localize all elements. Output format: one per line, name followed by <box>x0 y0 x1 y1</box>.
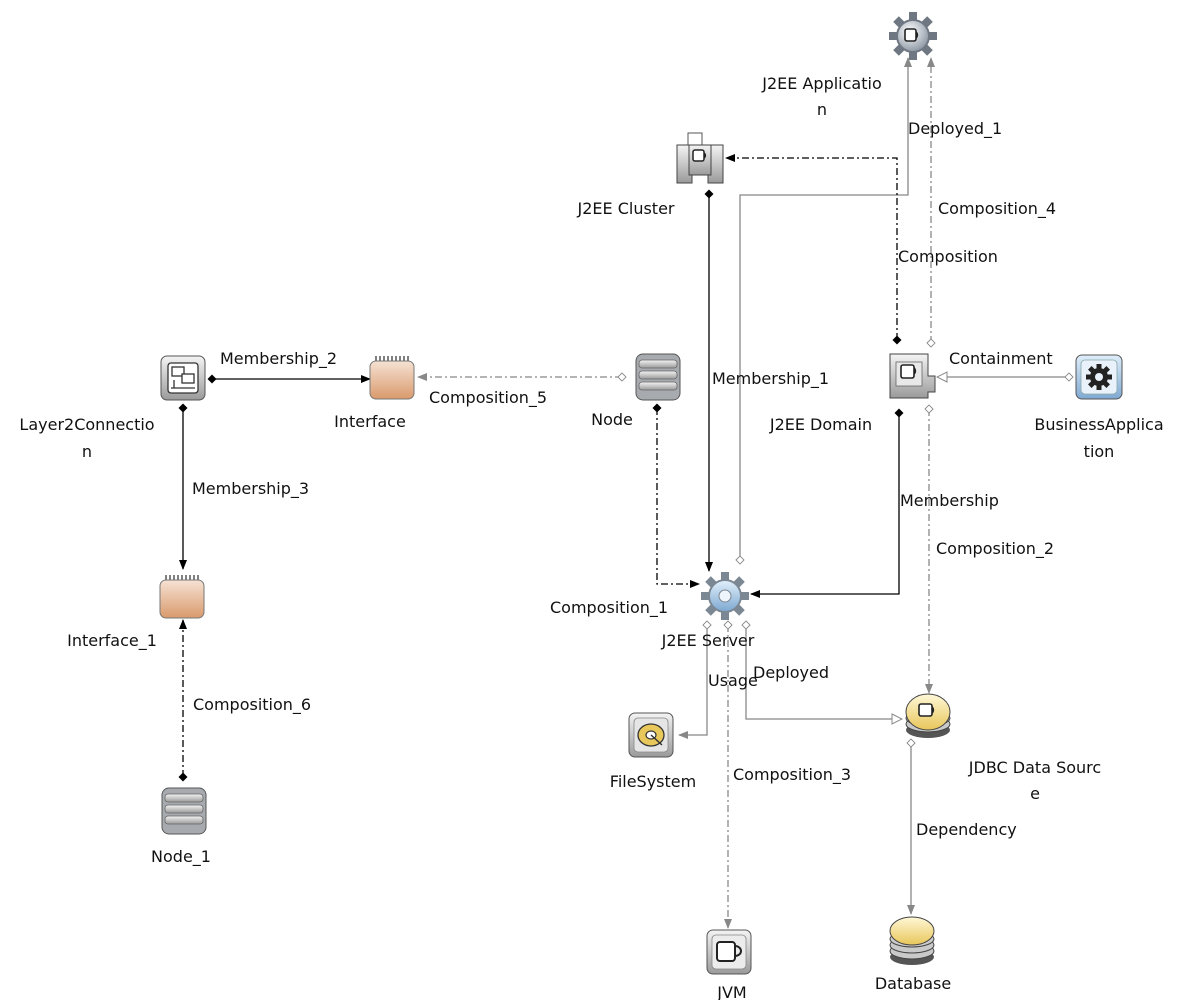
node-label-node: Node <box>591 410 633 429</box>
node-label-interface-1: Interface_1 <box>67 631 157 651</box>
edge-composition[interactable] <box>725 154 902 345</box>
edge-label-composition-2: Composition_2 <box>936 539 1054 559</box>
edge-deployed-1[interactable] <box>740 58 908 560</box>
node-label-j2ee-application: J2EE Applicatio <box>761 74 881 93</box>
node-label-layer2connection: n <box>82 442 92 461</box>
edge-composition-1[interactable] <box>652 403 700 588</box>
node-label-j2ee-server: J2EE Server <box>661 631 755 650</box>
edge-label-composition-1: Composition_1 <box>550 598 668 618</box>
edge-label-composition-3: Composition_3 <box>733 765 851 785</box>
node-label-jvm: JVM <box>716 983 746 1000</box>
edge-label-composition-6: Composition_6 <box>193 695 311 715</box>
business-gear-icon[interactable] <box>1075 354 1123 400</box>
edge-label-composition-5: Composition_5 <box>429 388 547 408</box>
edge-label-deployed: Deployed <box>753 663 829 682</box>
node-label-business-application: BusinessApplica <box>1034 415 1163 434</box>
node-label-filesystem: FileSystem <box>610 772 696 791</box>
disk-icon[interactable] <box>628 712 674 758</box>
network-computers-icon[interactable] <box>160 355 206 401</box>
edge-membership[interactable] <box>750 408 904 598</box>
node-label-jdbc-data-source: e <box>1030 784 1040 803</box>
edge-label-usage: Usage <box>708 671 758 690</box>
node-label-j2ee-application: n <box>817 100 827 119</box>
node-label-interface: Interface <box>334 412 406 431</box>
gear-server-icon[interactable] <box>701 572 749 620</box>
edge-label-containment: Containment <box>949 349 1053 368</box>
edge-label-composition: Composition <box>898 247 998 266</box>
edge-usage[interactable] <box>679 625 707 735</box>
server-stack-icon[interactable] <box>635 353 681 401</box>
interface-card-icon[interactable] <box>369 356 415 400</box>
jvm-cup-icon[interactable] <box>706 929 752 975</box>
edge-label-membership-2: Membership_2 <box>220 349 337 369</box>
node-label-layer2connection: Layer2Connectio <box>19 415 154 434</box>
node-label-business-application: tion <box>1084 442 1115 461</box>
node-label-j2ee-domain: J2EE Domain <box>769 415 872 434</box>
node-label-database: Database <box>875 974 951 993</box>
gear-cup-icon[interactable] <box>889 12 937 60</box>
interface-card-icon[interactable] <box>159 575 205 619</box>
edge-label-membership-3: Membership_3 <box>192 479 309 499</box>
database-icon[interactable] <box>889 916 935 965</box>
cluster-cup-icon[interactable] <box>676 132 724 184</box>
node-label-j2ee-cluster: J2EE Cluster <box>577 199 675 218</box>
node-label-node-1: Node_1 <box>151 847 211 867</box>
edge-deployed[interactable] <box>746 625 902 719</box>
domain-cup-icon[interactable] <box>889 353 936 399</box>
edge-label-composition-4: Composition_4 <box>938 199 1056 219</box>
edge-label-membership-1: Membership_1 <box>712 369 829 389</box>
edge-label-dependency: Dependency <box>916 820 1017 839</box>
edge-label-deployed-1: Deployed_1 <box>908 119 1002 139</box>
edge-label-membership: Membership <box>900 491 999 510</box>
server-stack-icon[interactable] <box>161 787 207 835</box>
jdbc-cup-icon[interactable] <box>905 693 951 738</box>
node-label-jdbc-data-source: JDBC Data Sourc <box>968 758 1101 777</box>
